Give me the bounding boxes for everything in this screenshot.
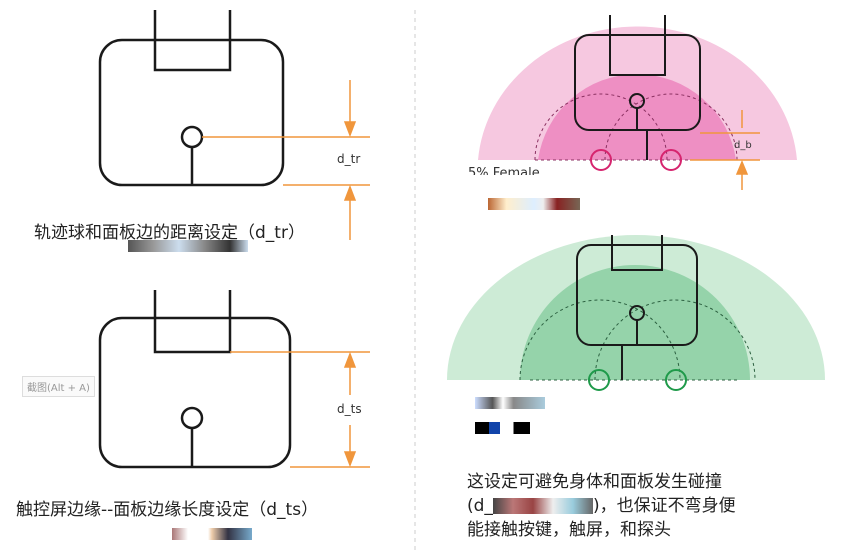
caption-d-ts: 触控屏边缘--面板边缘长度设定（d_ts）	[16, 500, 319, 520]
dimension-d-b	[690, 110, 760, 190]
caption-right: 这设定可避免身体和面板发生碰撞 (d_)，也保证不弯身便 能接触按键，触屏，和探…	[467, 472, 736, 540]
foot-ring-right-green	[665, 369, 687, 391]
dim-label-d-tr: d_tr	[337, 152, 361, 166]
dimension-d-ts	[230, 351, 370, 468]
device-top-right	[574, 15, 701, 160]
dim-label-d-ts: d_ts	[337, 402, 362, 416]
redacted-text	[475, 422, 530, 434]
dim-label-d-b: d_b	[734, 140, 752, 151]
trackball-icon	[180, 125, 204, 149]
redacted-text	[475, 397, 545, 409]
foot-ring-left-green	[588, 369, 610, 391]
device-bottom-right	[576, 235, 698, 380]
redacted-text	[128, 240, 248, 252]
redacted-text	[492, 498, 593, 514]
screenshot-tooltip: 截图(Alt + A)	[22, 376, 95, 397]
foot-ring-right	[660, 149, 682, 171]
redacted-text	[488, 198, 580, 210]
caption-d-tr: 轨迹球和面板边的距离设定（d_tr）	[34, 223, 305, 243]
redacted-text	[172, 528, 252, 540]
legend-5-female: 5% Female	[468, 166, 540, 175]
device-trackball	[98, 10, 285, 187]
device-touchscreen	[98, 290, 292, 469]
foot-ring-left	[590, 149, 612, 171]
dimension-d-tr	[202, 80, 370, 240]
